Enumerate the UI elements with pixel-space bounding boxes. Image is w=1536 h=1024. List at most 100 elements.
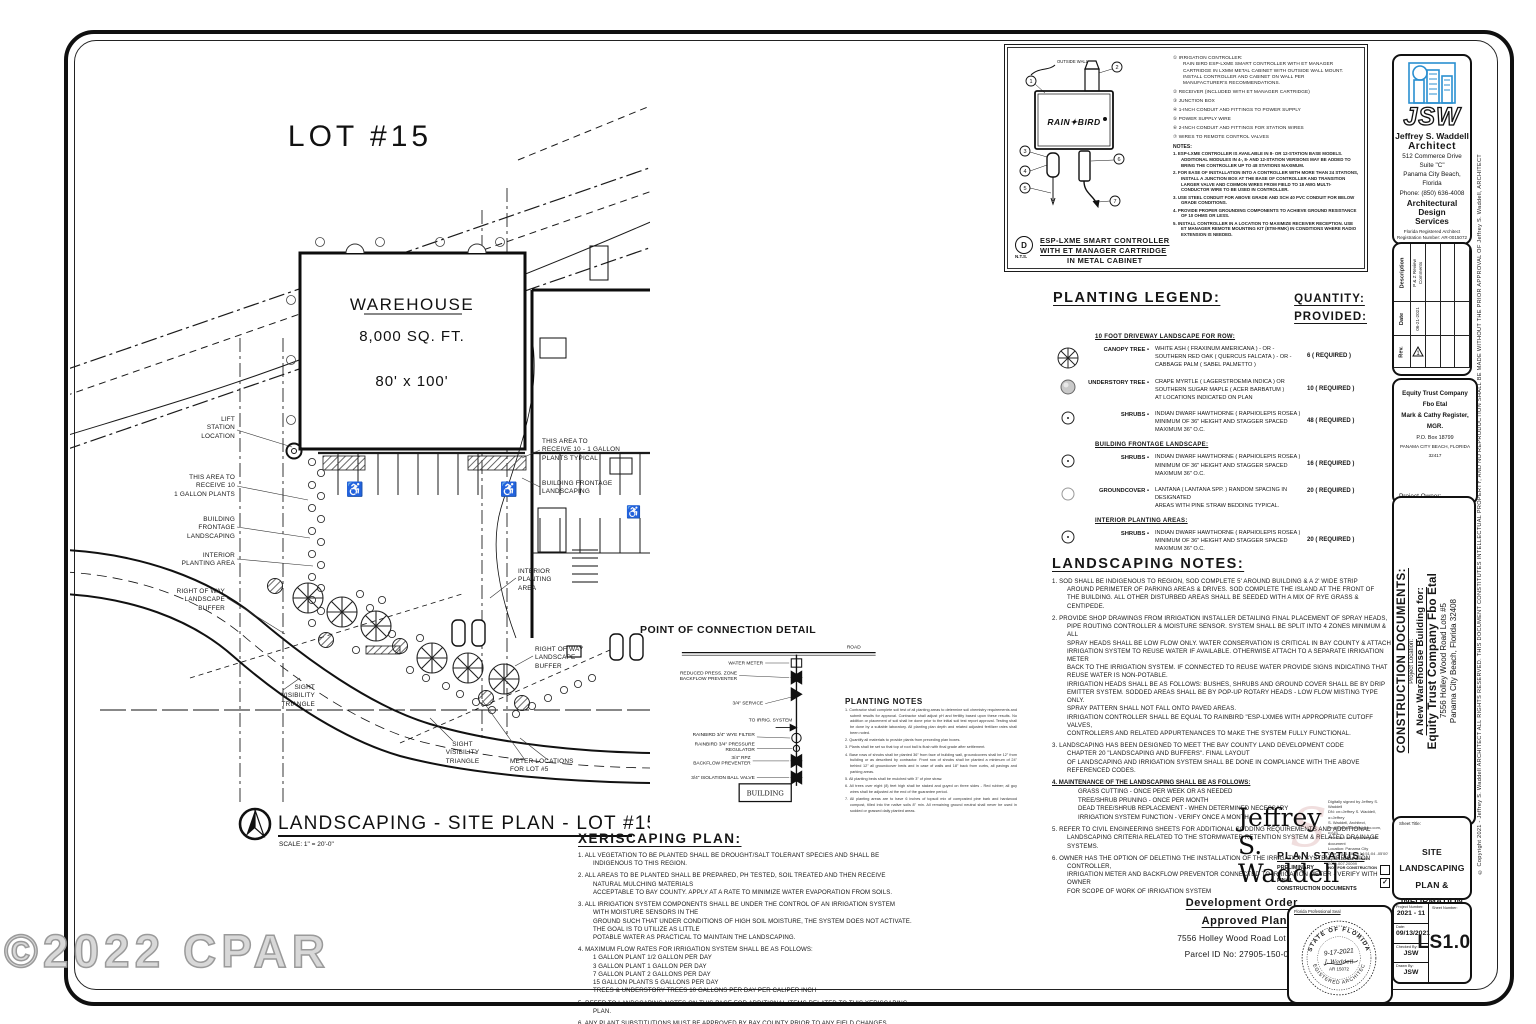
sheet-number-value: LS1.01 bbox=[1417, 932, 1471, 953]
landscaping-note: 3. LANDSCAPING HAS BEEN DESIGNED TO MEET… bbox=[1052, 742, 1360, 774]
legend-qty: 6 ( REQUIRED ) bbox=[1307, 352, 1352, 359]
development-order-parcel: Parcel ID No: 27905-150-075 bbox=[1184, 949, 1298, 959]
callout-frontage-right: BUILDING FRONTAGE LANDSCAPING bbox=[542, 480, 613, 496]
xeriscaping-item: 6. ANY PLANT SUBSTITUTIONS MUST BE APPRO… bbox=[578, 1019, 887, 1024]
signature-line: Jeffrey S. bbox=[1238, 803, 1322, 860]
landscaping-notes: LANDSCAPING NOTES: 1. SOD SHALL BE INDIG… bbox=[1052, 556, 1392, 900]
planting-notes: PLANTING NOTES 1. Contractor shall compl… bbox=[845, 697, 1017, 816]
legend-name: SHRUBS • bbox=[1120, 455, 1149, 462]
signature-line: Waddell bbox=[1238, 859, 1340, 888]
callout-meter-locations: METER LOCATIONS FOR LOT #5 bbox=[510, 758, 574, 774]
planting-notes-heading: PLANTING NOTES bbox=[845, 697, 923, 706]
legend-item: ⑦ WIRES TO REMOTE CONTROL VALVES bbox=[1173, 134, 1269, 139]
point-of-connection-detail: POINT OF CONNECTION DETAIL bbox=[640, 624, 890, 818]
callout-interior-right: INTERIOR PLANTING AREA bbox=[518, 568, 552, 592]
checked-by-label: Checked By: bbox=[1396, 944, 1418, 949]
legend-item: ② RECEIVER (INCLUDED WITH ET MANAGER CAR… bbox=[1173, 89, 1310, 95]
legend-qty: 20 ( REQUIRED ) bbox=[1307, 487, 1355, 494]
services-line: Architectural Design bbox=[1406, 198, 1458, 218]
canopy-tree-symbol-icon bbox=[1053, 345, 1083, 370]
legend-row-shrubs-interior: SHRUBS • INDIAN DWARF HAWTHORNE ( RAPHIO… bbox=[1053, 529, 1367, 553]
svg-text:BUILDING: BUILDING bbox=[747, 789, 784, 797]
landscaping-note: 1. SOD SHALL BE INDIGENOUS TO REGION, SO… bbox=[1052, 578, 1375, 610]
checked-by-value: JSW bbox=[1403, 949, 1419, 957]
svg-text:3: 3 bbox=[1023, 149, 1026, 155]
sheet-border-inner bbox=[74, 40, 1498, 990]
plan-scale: SCALE: 1" = 20'-0" bbox=[279, 841, 335, 848]
legend-row-groundcover: GROUNDCOVER • LANTANA ( LANTANA SPP. ) R… bbox=[1053, 486, 1367, 510]
plan-status: PLAN STATUS: PRELIMINARY NOT FOR CONSTRU… bbox=[1277, 850, 1390, 896]
landscaping-note: 5. REFER TO CIVIL ENGINEERING SHEETS FOR… bbox=[1052, 826, 1379, 850]
shrub-symbol-icon bbox=[1053, 529, 1083, 553]
controller-title-line: ESP-LXME SMART CONTROLLER bbox=[1040, 236, 1170, 246]
legend-subheading-frontage: BUILDING FRONTAGE LANDSCAPE: bbox=[1095, 442, 1209, 449]
legend-desc: INDIAN DWARF HAWTHORNE ( RAPHIOLEPIS ROS… bbox=[1155, 454, 1301, 477]
date-label: Date: bbox=[1396, 924, 1406, 929]
architect-seal-icon: STATE OF FLORIDA REGISTERED ARCHITECT 9-… bbox=[1298, 917, 1377, 996]
callout-row-right: RIGHT OF WAY LANDSCAPE BUFFER bbox=[535, 646, 584, 670]
legend-qty: 16 ( REQUIRED ) bbox=[1307, 461, 1355, 468]
planting-note: 3. Plants shall be set so that top of ro… bbox=[845, 745, 986, 750]
owner-manager: Mark & Cathy Register, MGR. bbox=[1401, 412, 1469, 431]
legend-row-shrubs: SHRUBS • INDIAN DWARF HAWTHORNE ( RAPHIO… bbox=[1053, 410, 1367, 434]
legend-item: ① IRRIGATION CONTROLLER: RAIN BIRD ESP-L… bbox=[1173, 55, 1344, 86]
site-plan: ♿ ♿ ♿ bbox=[70, 38, 650, 850]
final-label: FINAL CONSTRUCTION DOCUMENTS bbox=[1277, 878, 1357, 892]
grid-bubbles bbox=[286, 237, 505, 425]
development-order: Development Order Approved Plans: 7556 H… bbox=[1148, 897, 1298, 959]
callout-lift-station: LIFT STATION LOCATION bbox=[201, 416, 235, 440]
legend-desc: INDIAN DWARF HAWTHORNE ( RAPHIOLEPIS ROS… bbox=[1155, 411, 1301, 434]
legend-row-understory: UNDERSTORY TREE • CRAPE MYRTLE ( LAGERST… bbox=[1053, 378, 1367, 402]
xeriscaping-item: 4. MAXIMUM FLOW RATES FOR IRRIGATION SYS… bbox=[578, 946, 817, 995]
legend-desc: INDIAN DWARF HAWTHORNE ( RAPHIOLEPIS ROS… bbox=[1155, 530, 1301, 553]
xeriscaping-item: 5. REFER TO LANDSCAPING NOTES ON THIS PA… bbox=[578, 999, 908, 1015]
site-plan-drawing: ♿ ♿ ♿ bbox=[70, 105, 650, 848]
handicap-icon: ♿ bbox=[500, 481, 517, 498]
legend-item: ⑤ POWER SUPPLY WIRE bbox=[1173, 116, 1232, 122]
address-line: Panama City Beach, Florida bbox=[1403, 171, 1461, 188]
callout-frontage-left: BUILDING FRONTAGE LANDSCAPING bbox=[186, 516, 235, 540]
controller-note: 4. PROVIDE PROPER GROUNDING COMPONENTS T… bbox=[1173, 207, 1357, 219]
controller-callout-numbers: 1 2 3 4 5 6 7 bbox=[1023, 65, 1120, 205]
shrub-symbol-icon bbox=[1053, 453, 1083, 477]
seal-number: AR 15072 bbox=[1329, 966, 1350, 971]
architect-address: 512 Commerce Drive Suite "C" Panama City… bbox=[1394, 152, 1470, 198]
planting-note: 1. Contractor shall complete soil test o… bbox=[845, 708, 1017, 735]
revision-desc-value: P & Z Review Comments bbox=[1411, 258, 1423, 287]
xeriscaping-heading: XERISCAPING PLAN: bbox=[578, 831, 742, 846]
provided-heading: PROVIDED: bbox=[1294, 311, 1367, 324]
controller-detail-border bbox=[1007, 47, 1365, 269]
controller-note: 1. ESP-LXME CONTROLLER IS AVAILABLE IN 8… bbox=[1173, 151, 1351, 168]
handicap-icon: ♿ bbox=[346, 481, 363, 498]
xeriscaping-plan: XERISCAPING PLAN: 1. ALL VEGETATION TO B… bbox=[578, 831, 912, 1024]
revision-date-label: Date bbox=[1399, 312, 1405, 325]
curved-road bbox=[70, 549, 650, 784]
preliminary-label: PRELIMINARY bbox=[1277, 865, 1314, 871]
xeriscaping-item: 3. ALL IRRIGATION SYSTEM COMPONENTS SHAL… bbox=[578, 901, 912, 941]
legend-qty: 48 ( REQUIRED ) bbox=[1307, 418, 1355, 425]
controller-title-line: IN METAL CABINET bbox=[1066, 256, 1143, 266]
legend-name: UNDERSTORY TREE • bbox=[1088, 379, 1149, 386]
svg-text:6: 6 bbox=[1117, 157, 1120, 163]
registered-line: Florida Registered Architect bbox=[1403, 228, 1461, 234]
registration-number: Registration Number: AR-0015072 bbox=[1396, 235, 1468, 241]
north-arrow-icon bbox=[238, 807, 272, 841]
svg-text:REDUCED PRESS. ZONE: REDUCED PRESS. ZONE bbox=[680, 670, 737, 676]
revision-triangle-icon: 1 bbox=[1412, 346, 1424, 357]
parking-area bbox=[318, 451, 650, 655]
controller-note: 2. FOR EASE OF INSTALLATION INTO A CONTR… bbox=[1173, 170, 1359, 193]
svg-text:RAINBIRD 3/4" PRESSURE: RAINBIRD 3/4" PRESSURE bbox=[695, 741, 755, 747]
plan-title: LANDSCAPING - SITE PLAN - LOT #15 bbox=[278, 813, 650, 834]
landscaping-note: 6. OWNER HAS THE OPTION OF DELETING THE … bbox=[1052, 854, 1378, 895]
landscaping-note: 2. PROVIDE SHOP DRAWINGS FROM IRRIGATION… bbox=[1052, 614, 1392, 737]
legend-name: GROUNDCOVER • bbox=[1098, 487, 1149, 494]
warehouse-dims: 80' x 100' bbox=[375, 373, 448, 390]
preliminary-note: NOT FOR CONSTRUCTION bbox=[1328, 866, 1377, 870]
hatched-island bbox=[467, 455, 527, 471]
planting-note: 7. All planting areas are to have 6 inch… bbox=[845, 797, 1017, 813]
callout-receive-left: THIS AREA TO RECEIVE 10 1 GALLON PLANTS bbox=[174, 474, 235, 498]
address-line: Suite "C" bbox=[1419, 162, 1445, 170]
services-line: Services bbox=[1415, 217, 1449, 227]
professional-seal-box: Florida Professional Seal STATE OF FLORI… bbox=[1287, 905, 1393, 1004]
landscaping-note-heading: 4. MAINTENANCE OF THE LANDSCAPING SHALL … bbox=[1052, 779, 1251, 787]
